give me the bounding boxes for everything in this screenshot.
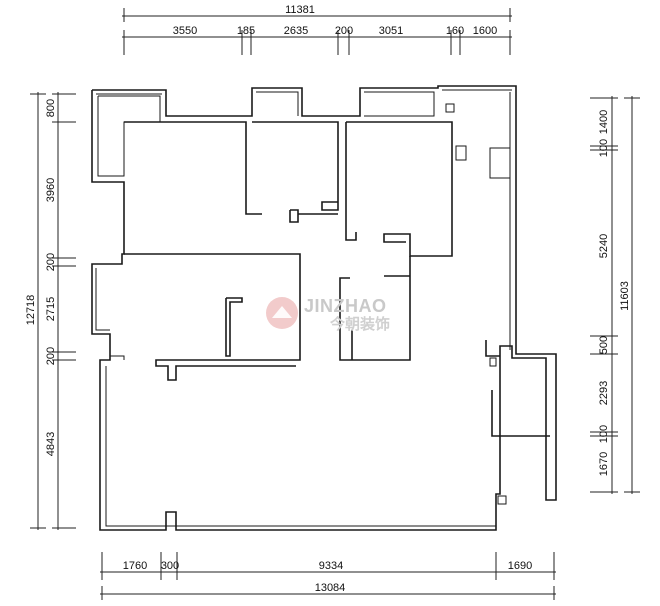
entry-column xyxy=(497,495,507,505)
left-seg-3: 200 xyxy=(45,253,57,271)
bedroom2-bottom xyxy=(289,209,299,223)
balcony-post xyxy=(445,103,455,113)
left-lower-jamb xyxy=(110,355,125,360)
bedroom1-bottom xyxy=(124,253,301,381)
top-seg-2: 185 xyxy=(237,25,255,37)
left-dimension-chain: 12718 800 3960 200 2715 200 4843 xyxy=(25,92,76,530)
bathroom-walls xyxy=(339,256,411,361)
right-dimension-chain: 1400 100 5240 500 2293 100 1670 11603 xyxy=(590,96,640,494)
kitchen-walls xyxy=(485,340,500,357)
outer-wall-inner xyxy=(97,95,246,177)
bottom-seg-2: 300 xyxy=(161,560,179,572)
top-dimension-chain: 11381 3550 185 2635 200 3051 160 1600 xyxy=(122,4,512,55)
right-seg-7: 1670 xyxy=(598,452,610,476)
bottom-dimension-chain: 1760 300 9334 1690 13084 xyxy=(100,552,556,600)
top-seg-5: 3051 xyxy=(379,25,403,37)
bedroom3-left xyxy=(345,122,357,241)
bottom-seg-4: 1690 xyxy=(508,560,532,572)
top-seg-1: 3550 xyxy=(173,25,197,37)
bedroom-window-1 xyxy=(256,91,299,116)
bedroom1-walls xyxy=(124,121,262,215)
top-total-label: 11381 xyxy=(285,4,315,16)
left-seg-2: 3960 xyxy=(45,178,57,202)
right-seg-4: 500 xyxy=(598,336,610,354)
left-total-label: 12718 xyxy=(25,295,37,326)
bedroom3-walls xyxy=(346,121,453,257)
logo-brand-cn-text: 今朝装饰 xyxy=(329,315,390,333)
top-seg-4: 200 xyxy=(335,25,353,37)
kitchen-column xyxy=(489,357,497,367)
right-seg-5: 2293 xyxy=(598,381,610,405)
right-total-label: 11603 xyxy=(619,281,631,311)
watermark-logo: JINZHAO 今朝装饰 xyxy=(266,296,390,333)
closet-walls xyxy=(225,297,243,357)
bedroom-window-2 xyxy=(364,91,435,117)
top-seg-3: 2635 xyxy=(284,25,308,37)
bottom-seg-1: 1760 xyxy=(123,560,147,572)
top-seg-6: 160 xyxy=(446,25,464,37)
left-seg-5: 200 xyxy=(45,347,57,365)
outer-wall xyxy=(91,85,557,531)
kitchen-counter xyxy=(491,390,550,437)
bottom-total-label: 13084 xyxy=(315,582,346,594)
lower-left-inner xyxy=(105,366,496,527)
bedroom2-walls xyxy=(252,121,339,211)
logo-brand-text: JINZHAO xyxy=(304,296,387,316)
left-bay-inner xyxy=(95,268,110,331)
logo-house-icon xyxy=(272,306,292,318)
right-seg-1: 1400 xyxy=(598,110,610,134)
left-seg-1: 800 xyxy=(45,99,57,117)
walls xyxy=(91,85,557,531)
right-seg-3: 5240 xyxy=(598,234,610,258)
bottom-seg-3: 9334 xyxy=(319,560,343,572)
left-seg-4: 2715 xyxy=(45,297,57,321)
wall-niche xyxy=(455,145,467,161)
right-seg-2: 100 xyxy=(598,139,610,157)
right-seg-6: 100 xyxy=(598,425,610,443)
column-right xyxy=(489,147,511,179)
left-seg-6: 4843 xyxy=(45,432,57,456)
top-seg-7: 1600 xyxy=(473,25,497,37)
